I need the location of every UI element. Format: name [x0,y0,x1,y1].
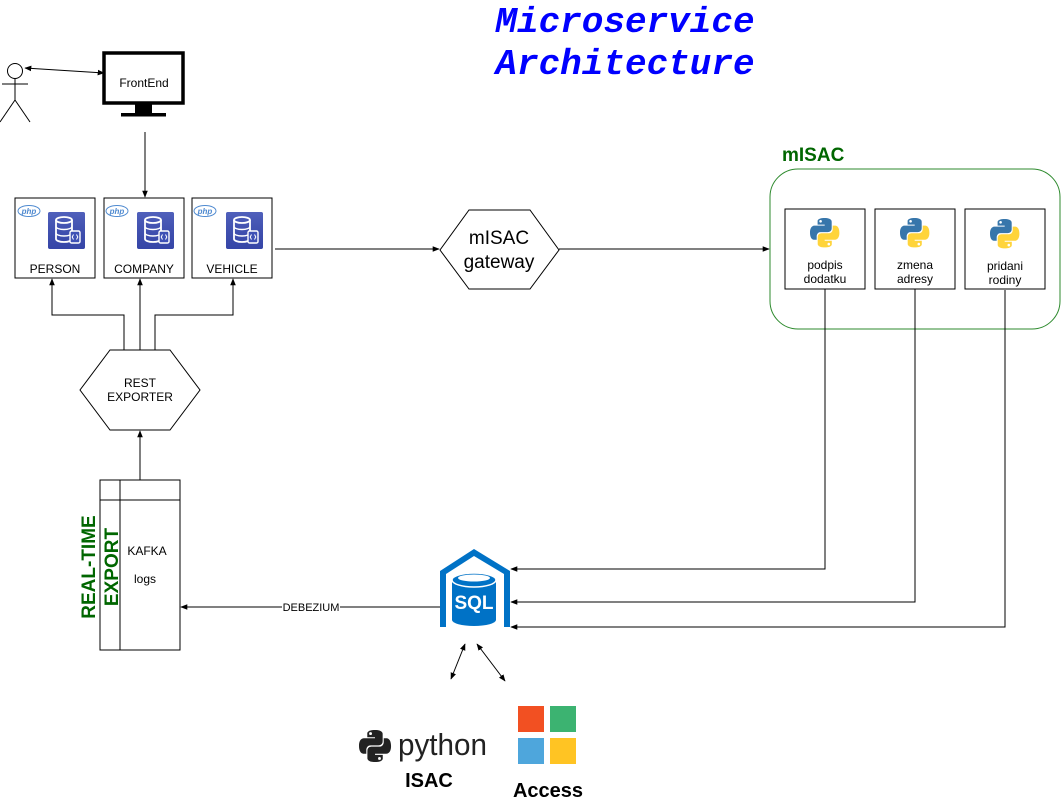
rest-exporter-label-line2: EXPORTER [107,390,173,404]
misac-service-label-line1: podpis [807,258,842,272]
kafka-label: KAFKA [127,544,166,558]
access-caption: Access [513,780,583,802]
service-box-vehicle: php VEHICLE [191,197,273,279]
php-badge-icon [17,205,41,217]
diagram-title-line2: Architecture [493,44,754,85]
access-logo [518,706,576,764]
database-icon [136,211,175,250]
sql-database-icon: SQL [440,549,510,627]
misac-service-label-line1: pridani [987,259,1023,273]
sql-python-arrow [450,643,466,680]
frontend-monitor-icon: FrontEnd [102,51,185,117]
gateway-label-line2: gateway [464,252,535,273]
database-icon [225,211,264,250]
misac-service-label-line1: zmena [897,258,933,272]
php-badge-icon [193,205,217,217]
user-frontend-connector [24,65,105,76]
misac-service-pridani: pridani rodiny [964,208,1046,290]
pridani-to-sql-arrow [510,290,1006,630]
service-label-company: COMPANY [114,262,174,276]
service-label-person: PERSON [30,262,81,276]
realtime-export-line1: REAL-TIME [79,515,100,618]
misac-service-label-line2: adresy [897,272,933,286]
rest-exporter-label-line1: REST [124,376,157,390]
misac-service-label-line2: dodatku [804,272,847,286]
kafka-logs-label: logs [134,572,156,586]
misac-group-title: mISAC [782,145,845,166]
exporter-to-person-arrow [49,278,125,350]
misac-service-zmena: zmena adresy [874,208,956,290]
python-logo: python [359,727,487,763]
misac-service-podpis: podpis dodatku [784,208,866,290]
realtime-export-label: REAL-TIME EXPORT [79,515,123,618]
debezium-label-bg [282,600,340,614]
diagram-title-line1: Microservice [494,2,754,43]
misac-gateway-hexagon: mISAC gateway [439,209,560,290]
php-badge-text: php [197,207,213,216]
python-caption: ISAC [405,770,453,792]
misac-service-label-line2: rodiny [989,273,1022,287]
kafka-logs-box: KAFKA logs [99,479,181,651]
user-actor-icon [0,63,31,123]
gateway-label-line1: mISAC [469,228,529,249]
rest-exporter-hexagon: REST EXPORTER [79,349,201,431]
service-box-person: php PERSON [14,197,96,279]
sql-label: SQL [454,593,493,614]
sql-access-arrow [476,643,506,682]
python-wordmark: python [398,727,487,762]
realtime-export-line2: EXPORT [102,528,123,607]
debezium-label: DEBEZIUM [283,602,340,614]
frontend-label: FrontEnd [119,76,168,90]
podpis-to-sql-arrow [510,289,826,572]
php-badge-text: php [109,207,125,216]
exporter-to-vehicle-arrow [154,278,236,350]
database-icon [47,211,86,250]
service-label-vehicle: VEHICLE [206,262,257,276]
php-badge-text: php [21,207,37,216]
php-badge-icon [105,205,129,217]
service-box-company: php COMPANY [103,197,185,279]
zmena-to-sql-arrow [510,289,916,605]
